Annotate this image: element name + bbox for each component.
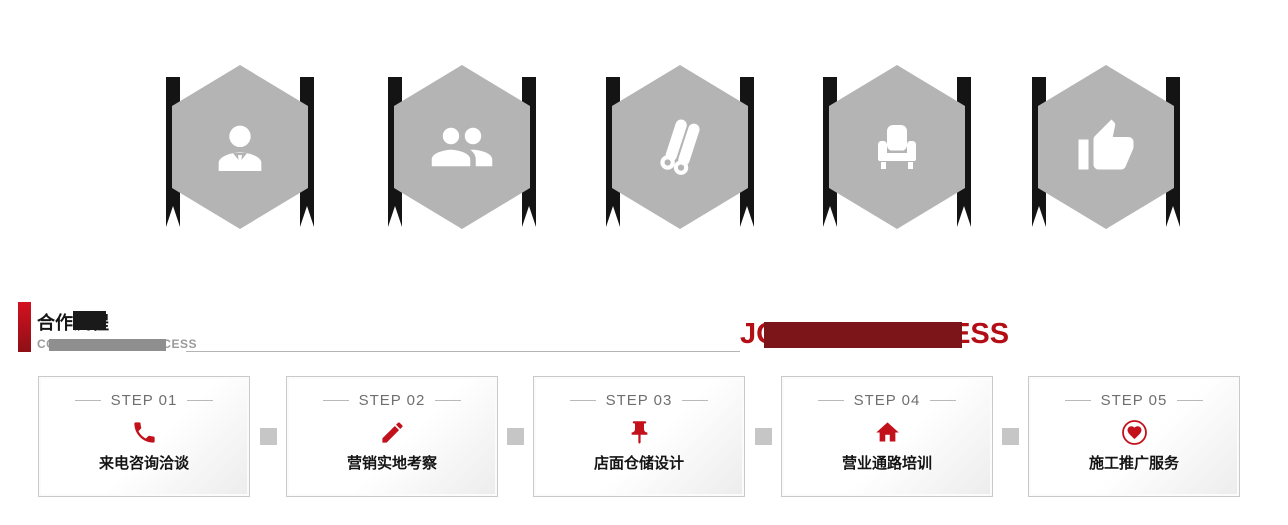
hex-badge-3: [605, 65, 755, 235]
dash-right: [1177, 400, 1204, 401]
dash-left: [74, 400, 101, 401]
english-title-overlay-block: [764, 322, 962, 348]
step-label: 施工推广服务: [1088, 455, 1179, 472]
phone-icon: [39, 416, 249, 448]
pencil-icon: [287, 416, 497, 448]
connector-square: [507, 428, 524, 445]
red-accent-bar: [18, 302, 31, 352]
dash-left: [569, 400, 596, 401]
step-number: STEP 02: [358, 392, 426, 409]
connector-square: [260, 428, 277, 445]
home-icon: [782, 416, 992, 448]
step-header: STEP 01: [39, 392, 249, 409]
step-card-4: STEP 04 营业通路培训: [781, 376, 993, 497]
step-label: 营销实地考察: [346, 455, 437, 472]
step-header: STEP 03: [534, 392, 744, 409]
armchair-icon: [878, 125, 916, 169]
divider-line: [186, 351, 740, 352]
step-card-3: STEP 03 店面仓储设计: [533, 376, 745, 497]
hex-badge-1: [165, 65, 315, 235]
step-number: STEP 03: [605, 392, 673, 409]
dash-right: [682, 400, 709, 401]
hex-badge-4: [822, 65, 972, 235]
dash-left: [322, 400, 349, 401]
connector-square: [755, 428, 772, 445]
people-icon: [431, 127, 493, 167]
hex-badge-2: [387, 65, 537, 235]
step-number: STEP 01: [110, 392, 178, 409]
step-number: STEP 05: [1100, 392, 1168, 409]
step-card-5: STEP 05 施工推广服务: [1028, 376, 1240, 497]
dash-left: [817, 400, 844, 401]
hex-badge-5: [1031, 65, 1181, 235]
subtitle-overlay-block: [49, 339, 166, 351]
thumbs-up-icon: [1078, 119, 1134, 170]
businessman-icon: [218, 125, 262, 171]
hexagon: [612, 65, 748, 229]
dash-right: [930, 400, 957, 401]
step-card-1: STEP 01 来电咨询洽谈: [38, 376, 250, 497]
step-card-2: STEP 02 营销实地考察: [286, 376, 498, 497]
step-header: STEP 04: [782, 392, 992, 409]
step-number: STEP 04: [853, 392, 921, 409]
dash-right: [435, 400, 462, 401]
dash-left: [1064, 400, 1091, 401]
step-header: STEP 02: [287, 392, 497, 409]
dash-right: [187, 400, 214, 401]
step-header: STEP 05: [1029, 392, 1239, 409]
hexagon: [172, 65, 308, 229]
hexagon: [829, 65, 965, 229]
hexagon: [1038, 65, 1174, 229]
logs-icon: [660, 119, 700, 175]
title-overlay-block: [73, 311, 106, 330]
step-label: 店面仓储设计: [593, 455, 684, 472]
connector-square: [1002, 428, 1019, 445]
step-label: 营业通路培训: [841, 455, 932, 472]
pushpin-icon: [534, 416, 744, 448]
hexagon: [394, 65, 530, 229]
step-label: 来电咨询洽谈: [98, 455, 189, 472]
heart-icon: [1029, 416, 1239, 448]
